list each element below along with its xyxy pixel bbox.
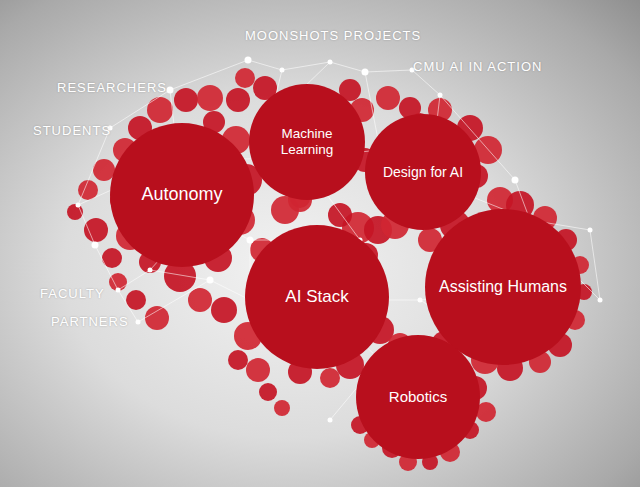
topic-circle: Assisting Humans — [425, 209, 581, 365]
network-dot — [167, 87, 174, 94]
network-dot — [280, 68, 285, 73]
topic-label: Assisting Humans — [439, 277, 567, 296]
topic-circle: Design for AI — [365, 114, 481, 230]
network-line — [590, 230, 600, 300]
topic-label: AI Stack — [285, 287, 348, 307]
network-line — [248, 60, 282, 70]
audience-label: PARTNERS — [51, 314, 129, 329]
topic-circle: AI Stack — [245, 225, 389, 369]
network-dot — [438, 93, 443, 98]
network-dot — [512, 177, 519, 184]
network-dot — [328, 60, 333, 65]
brain-cell — [274, 400, 290, 416]
network-line — [150, 270, 210, 280]
brain-cell — [145, 306, 169, 330]
network-dot — [418, 298, 423, 303]
network-line — [138, 280, 210, 322]
network-dot — [598, 298, 603, 303]
network-dot — [116, 288, 121, 293]
topic-circle: Machine Learning — [249, 84, 365, 200]
network-line — [330, 62, 365, 72]
topic-label: Robotics — [389, 388, 447, 406]
brain-cell — [188, 288, 212, 312]
network-line — [170, 60, 248, 90]
audience-label: CMU AI IN ACTION — [413, 59, 542, 74]
brain-cell — [259, 383, 277, 401]
brain-cell — [376, 86, 400, 110]
network-dot — [247, 237, 254, 244]
network-line — [95, 245, 118, 290]
network-dot — [136, 320, 141, 325]
brain-cell — [197, 85, 223, 111]
brain-cell — [174, 88, 198, 112]
network-dot — [92, 242, 99, 249]
network-dot — [207, 277, 214, 284]
audience-label: FACULTY — [40, 286, 105, 301]
audience-label: RESEARCHERS — [57, 80, 167, 95]
brain-cell — [147, 97, 173, 123]
network-dot — [362, 69, 369, 76]
brain-cell — [246, 358, 270, 382]
network-dot — [148, 268, 153, 273]
audience-label: MOONSHOTS PROJECTS — [245, 28, 421, 43]
network-dot — [245, 57, 252, 64]
topic-label: Autonomy — [141, 184, 222, 206]
network-line — [210, 280, 250, 300]
topic-label: Machine Learning — [259, 126, 355, 158]
brain-cell — [211, 297, 237, 323]
topic-circle: Autonomy — [110, 123, 254, 267]
brain-cell — [84, 218, 108, 242]
audience-label: STUDENTS — [33, 123, 111, 138]
network-line — [365, 70, 412, 72]
brain-cell — [235, 68, 255, 88]
brain-cell — [328, 203, 352, 227]
network-line — [118, 270, 150, 290]
brain-cell — [228, 350, 248, 370]
network-line — [78, 128, 110, 205]
network-dot — [588, 228, 593, 233]
network-dot — [328, 418, 333, 423]
network-line — [110, 90, 170, 128]
brain-cell — [320, 368, 340, 388]
brain-cell — [226, 88, 250, 112]
network-dot — [76, 203, 81, 208]
topic-circle: Robotics — [356, 335, 480, 459]
network-line — [78, 205, 95, 245]
topic-label: Design for AI — [383, 164, 463, 181]
